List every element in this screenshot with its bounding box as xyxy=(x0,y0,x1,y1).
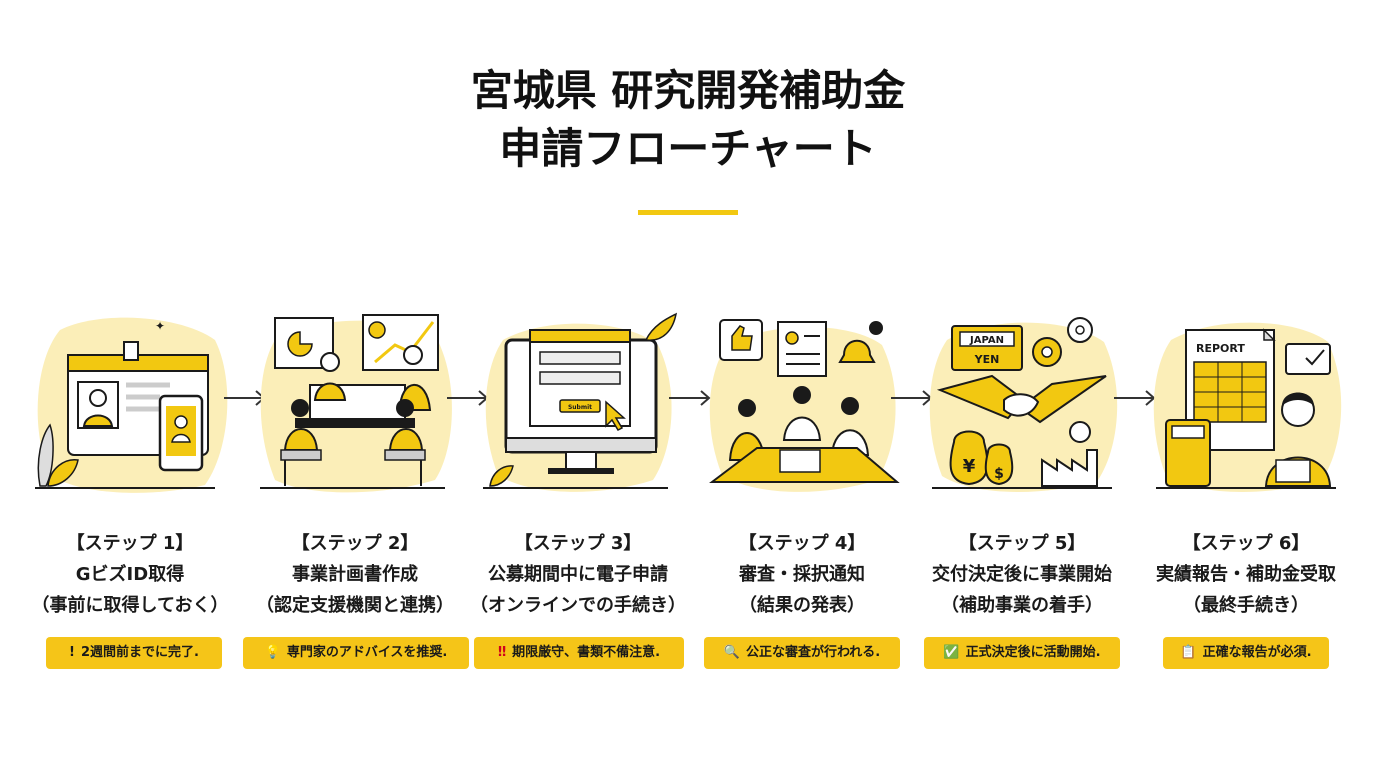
note-text: 2週間前までに完了. xyxy=(80,645,199,660)
lightbulb-icon: 💡 xyxy=(264,645,281,660)
step-6-text: 【ステップ 6】 実績報告・補助金受取 （最終手続き） xyxy=(1121,528,1371,621)
step-2-note: 💡 専門家のアドバイスを推奨. xyxy=(243,637,469,669)
magnifier-icon: 🔍 xyxy=(723,645,740,660)
step-name: 公募期間中に電子申請 xyxy=(488,564,668,585)
step-name: 実績報告・補助金受取 xyxy=(1156,564,1336,585)
step-name: 審査・採択通知 xyxy=(739,564,865,585)
step-name: 事業計画書作成 xyxy=(292,564,418,585)
step-5-text: 【ステップ 5】 交付決定後に事業開始 （補助事業の着手） xyxy=(897,528,1147,621)
note-text: 公正な審査が行われる. xyxy=(745,645,881,660)
double-exclamation-icon: ‼ xyxy=(497,645,507,660)
step-1-text: 【ステップ 1】 GビズID取得 （事前に取得しておく） xyxy=(5,528,255,621)
checkmark-icon: ✅ xyxy=(943,645,960,660)
dollar-sign: $ xyxy=(994,466,1004,482)
step-detail: （結果の発表） xyxy=(739,595,865,616)
page-title: 宮城県 研究開発補助金 申請フローチャート xyxy=(0,62,1376,178)
step-name: GビズID取得 xyxy=(75,564,185,585)
step-detail: （補助事業の着手） xyxy=(941,595,1103,616)
title-line-1: 宮城県 研究開発補助金 xyxy=(470,66,906,115)
online-submit-illustration: Submit xyxy=(468,300,688,500)
step-detail: （認定支援機関と連携） xyxy=(256,595,454,616)
japan-label: JAPAN xyxy=(969,335,1004,346)
report-label: REPORT xyxy=(1196,342,1245,355)
step-3-text: 【ステップ 3】 公募期間中に電子申請 （オンラインでの手続き） xyxy=(453,528,703,621)
note-text: 専門家のアドバイスを推奨. xyxy=(286,645,448,660)
arrow-5-6 xyxy=(1112,388,1158,408)
note-text: 期限厳守、書類不備注意. xyxy=(512,645,661,660)
step-detail: （事前に取得しておく） xyxy=(31,595,229,616)
report-illustration: REPORT xyxy=(1136,300,1356,500)
step-3-note: ‼ 期限厳守、書類不備注意. xyxy=(474,637,684,669)
step-4-text: 【ステップ 4】 審査・採択通知 （結果の発表） xyxy=(677,528,927,621)
step-6-note: 📋 正確な報告が必須. xyxy=(1163,637,1329,669)
svg-text:✦: ✦ xyxy=(155,319,165,333)
submit-label: Submit xyxy=(568,404,592,411)
step-detail: （オンラインでの手続き） xyxy=(470,595,686,616)
step-1-note: ! 2週間前までに完了. xyxy=(46,637,222,669)
step-2-text: 【ステップ 2】 事業計画書作成 （認定支援機関と連携） xyxy=(230,528,480,621)
clipboard-icon: 📋 xyxy=(1180,645,1197,660)
review-panel-illustration xyxy=(692,300,912,500)
note-text: 正式決定後に活動開始. xyxy=(965,645,1101,660)
note-text: 正確な報告が必須. xyxy=(1202,645,1312,660)
step-heading: 【ステップ 5】 xyxy=(958,533,1086,554)
step-heading: 【ステップ 2】 xyxy=(291,533,419,554)
handshake-funding-illustration: JAPAN YEN ¥ $ xyxy=(912,300,1132,500)
yen-label: YEN xyxy=(974,353,1000,366)
step-4-note: 🔍 公正な審査が行われる. xyxy=(704,637,900,669)
id-card-illustration: ✦ xyxy=(20,300,240,500)
title-underline xyxy=(638,210,738,215)
exclamation-icon: ! xyxy=(69,645,75,660)
step-name: 交付決定後に事業開始 xyxy=(932,564,1112,585)
step-heading: 【ステップ 6】 xyxy=(1182,533,1310,554)
step-heading: 【ステップ 4】 xyxy=(738,533,866,554)
planning-meeting-illustration xyxy=(245,300,465,500)
title-line-2: 申請フローチャート xyxy=(499,124,877,173)
step-5-note: ✅ 正式決定後に活動開始. xyxy=(924,637,1120,669)
arrow-3-4 xyxy=(667,388,713,408)
yen-sign: ¥ xyxy=(963,456,976,477)
step-heading: 【ステップ 1】 xyxy=(66,533,194,554)
step-heading: 【ステップ 3】 xyxy=(514,533,642,554)
step-detail: （最終手続き） xyxy=(1183,595,1309,616)
